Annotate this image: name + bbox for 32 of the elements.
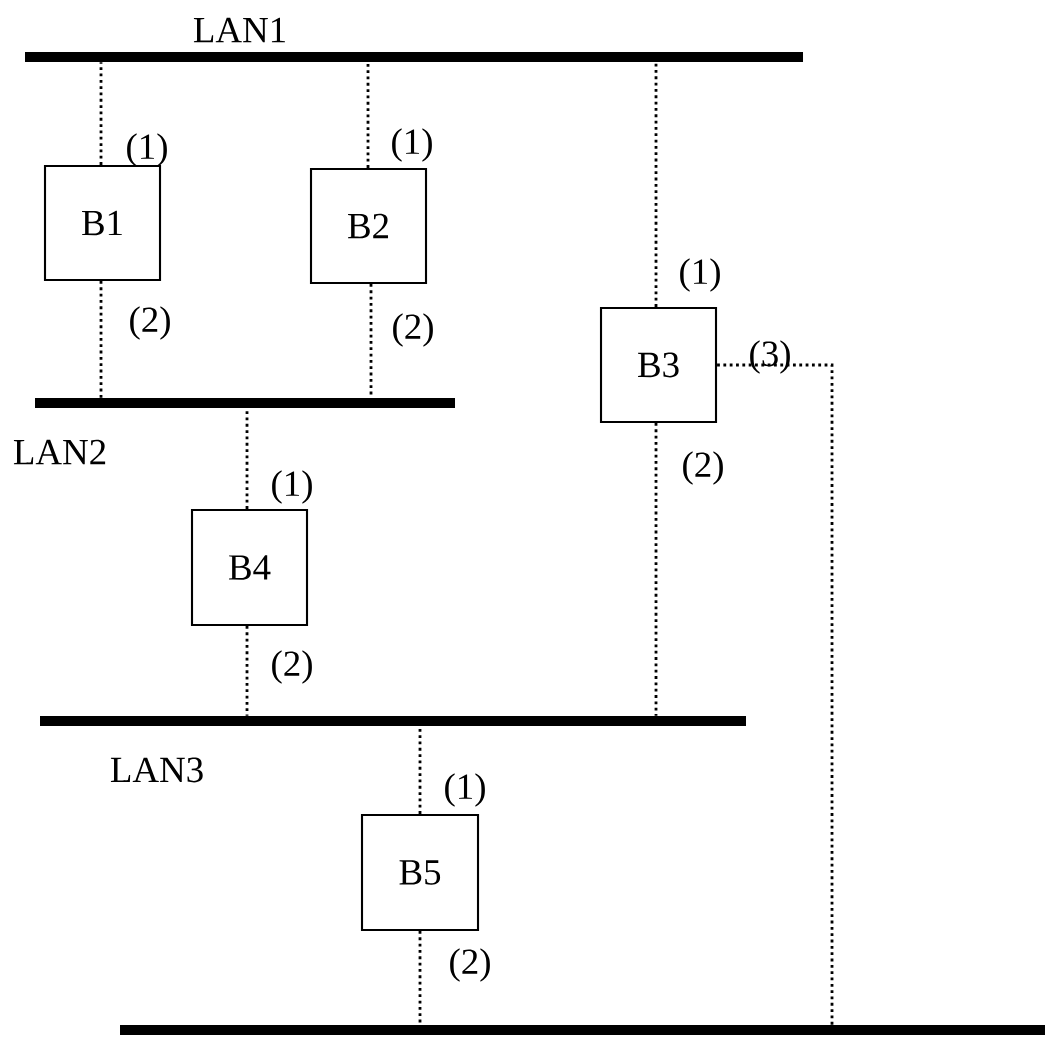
connection-line <box>245 626 249 716</box>
bridge-box: B5 <box>360 813 480 932</box>
port-label: (1) <box>392 128 432 162</box>
lan-bus: LAN1 <box>25 17 803 62</box>
port-label: (1) <box>127 133 167 167</box>
bridge-box: B3 <box>599 306 718 424</box>
port-label: (2) <box>130 306 170 340</box>
bridge-box: B1 <box>43 164 162 282</box>
port-label: (1) <box>272 470 312 504</box>
bridge-box: B2 <box>309 167 428 285</box>
port-label: (2) <box>393 313 433 347</box>
connection-line <box>654 423 658 716</box>
connection-line <box>654 62 658 307</box>
node-label: LAN3 <box>110 757 203 783</box>
bridge-box: B4 <box>190 508 309 627</box>
connection-line <box>418 931 422 1025</box>
port-label: (2) <box>683 451 723 485</box>
connection-line <box>99 281 103 398</box>
port-label: (2) <box>272 650 312 684</box>
connection-line <box>418 726 422 814</box>
lan-bus: LAN2 <box>13 398 455 465</box>
node-label: LAN1 <box>193 17 285 43</box>
port-label: (1) <box>680 258 720 292</box>
node-label: LAN2 <box>13 439 106 465</box>
port-label: (1) <box>445 773 485 807</box>
port-label: (2) <box>450 948 490 982</box>
port-label: (3) <box>750 340 790 374</box>
connection-line <box>245 408 249 509</box>
lan-bus <box>120 1025 1045 1035</box>
connection-line <box>717 363 834 1025</box>
connection-line <box>366 62 370 168</box>
connection-line <box>99 62 103 165</box>
